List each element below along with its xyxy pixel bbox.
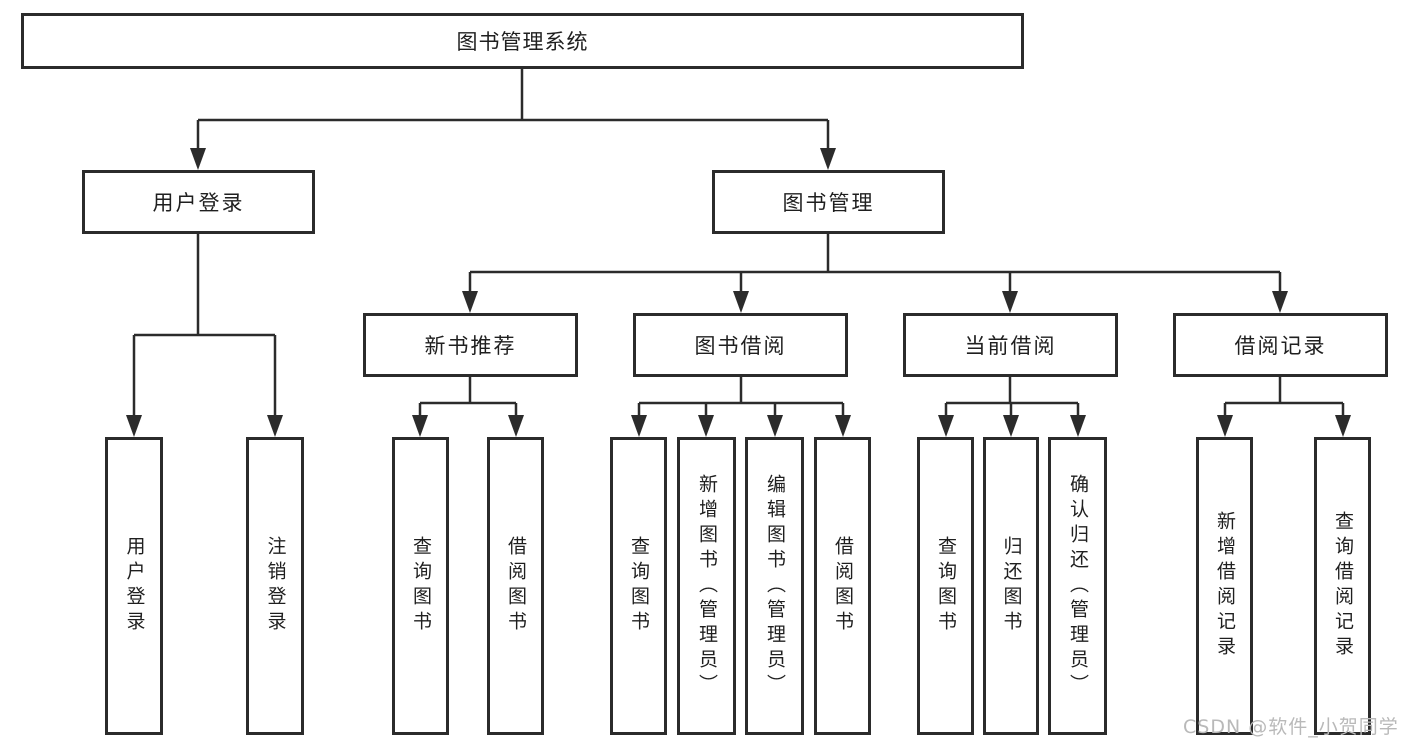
connector-root-to-level2 xyxy=(190,69,836,170)
leaf-nbr-query-book: 查询图书 xyxy=(392,437,449,735)
connector-borrow-record-to-leaves xyxy=(1217,377,1351,437)
leaf-bb-borrow-book: 借阅图书 xyxy=(814,437,871,735)
leaf-br-query-record: 查询借阅记录 xyxy=(1314,437,1371,735)
leaf-cb-confirm-return-admin: 确认归还（管理员） xyxy=(1048,437,1107,735)
connector-user-login-to-leaves xyxy=(126,234,283,437)
leaf-br-add-record: 新增借阅记录 xyxy=(1196,437,1253,735)
leaf-bb-add-book-admin: 新增图书（管理员） xyxy=(677,437,736,735)
leaf-bb-edit-book-admin: 编辑图书（管理员） xyxy=(745,437,804,735)
node-book-management: 图书管理 xyxy=(712,170,945,234)
connector-book-borrow-to-leaves xyxy=(631,377,851,437)
leaf-bb-query-book: 查询图书 xyxy=(610,437,667,735)
node-root: 图书管理系统 xyxy=(21,13,1024,69)
leaf-logout: 注销登录 xyxy=(246,437,304,735)
connector-new-book-recommend-to-leaves xyxy=(412,377,524,437)
leaf-cb-return-book: 归还图书 xyxy=(983,437,1039,735)
node-borrow-record: 借阅记录 xyxy=(1173,313,1388,377)
connector-book-management-to-level3 xyxy=(462,234,1288,313)
leaf-user-login: 用户登录 xyxy=(105,437,163,735)
leaf-nbr-borrow-book: 借阅图书 xyxy=(487,437,544,735)
node-user-login: 用户登录 xyxy=(82,170,315,234)
node-book-borrow: 图书借阅 xyxy=(633,313,848,377)
node-new-book-recommend: 新书推荐 xyxy=(363,313,578,377)
leaf-cb-query-book: 查询图书 xyxy=(917,437,974,735)
connector-current-borrow-to-leaves xyxy=(938,377,1086,437)
node-current-borrow: 当前借阅 xyxy=(903,313,1118,377)
csdn-watermark: CSDN @软件_小贺同学 xyxy=(1183,716,1399,738)
